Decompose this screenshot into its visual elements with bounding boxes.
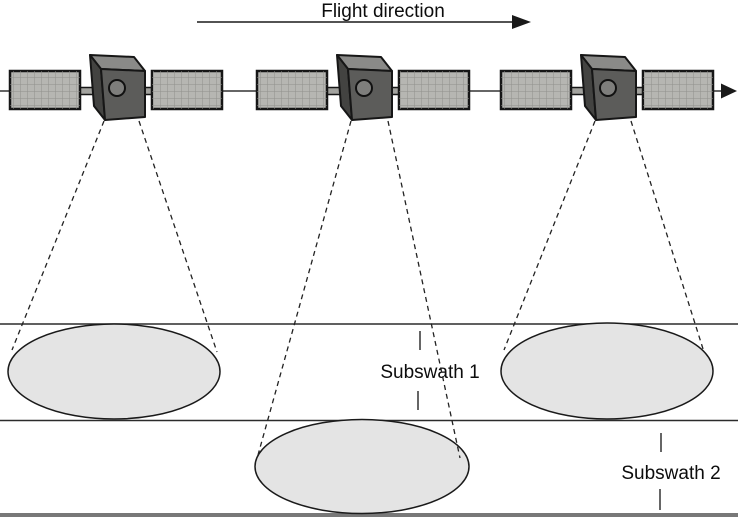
beam-right-edge-satellite3 bbox=[630, 120, 705, 353]
subswath2-annotation: Subswath 2 bbox=[621, 433, 721, 510]
orbit-arrowhead-icon bbox=[721, 83, 737, 99]
subswath2-label: Subswath 2 bbox=[621, 463, 720, 484]
beam-right-edge-satellite1 bbox=[138, 120, 218, 353]
satellite-icon-1 bbox=[8, 53, 224, 122]
beam-left-edge-satellite3 bbox=[503, 120, 596, 351]
footprint-ellipse-right bbox=[500, 322, 714, 420]
satellite-icon-3 bbox=[499, 53, 715, 122]
flight-direction-annotation: Flight direction bbox=[197, 1, 531, 29]
beam-left-edge-satellite2 bbox=[257, 120, 352, 456]
beam-cones bbox=[11, 120, 705, 459]
flight-direction-arrowhead-icon bbox=[512, 15, 531, 29]
footprint-ellipse-left bbox=[7, 323, 221, 420]
subswath1-annotation: Subswath 1 bbox=[380, 331, 480, 410]
beam-left-edge-satellite1 bbox=[11, 120, 105, 351]
satellite-icon-2 bbox=[255, 53, 471, 122]
footprint-ellipse-middle bbox=[254, 418, 470, 515]
flight-direction-label: Flight direction bbox=[321, 1, 445, 22]
beam-right-edge-satellite2 bbox=[387, 120, 461, 459]
subswath1-label: Subswath 1 bbox=[380, 362, 479, 383]
